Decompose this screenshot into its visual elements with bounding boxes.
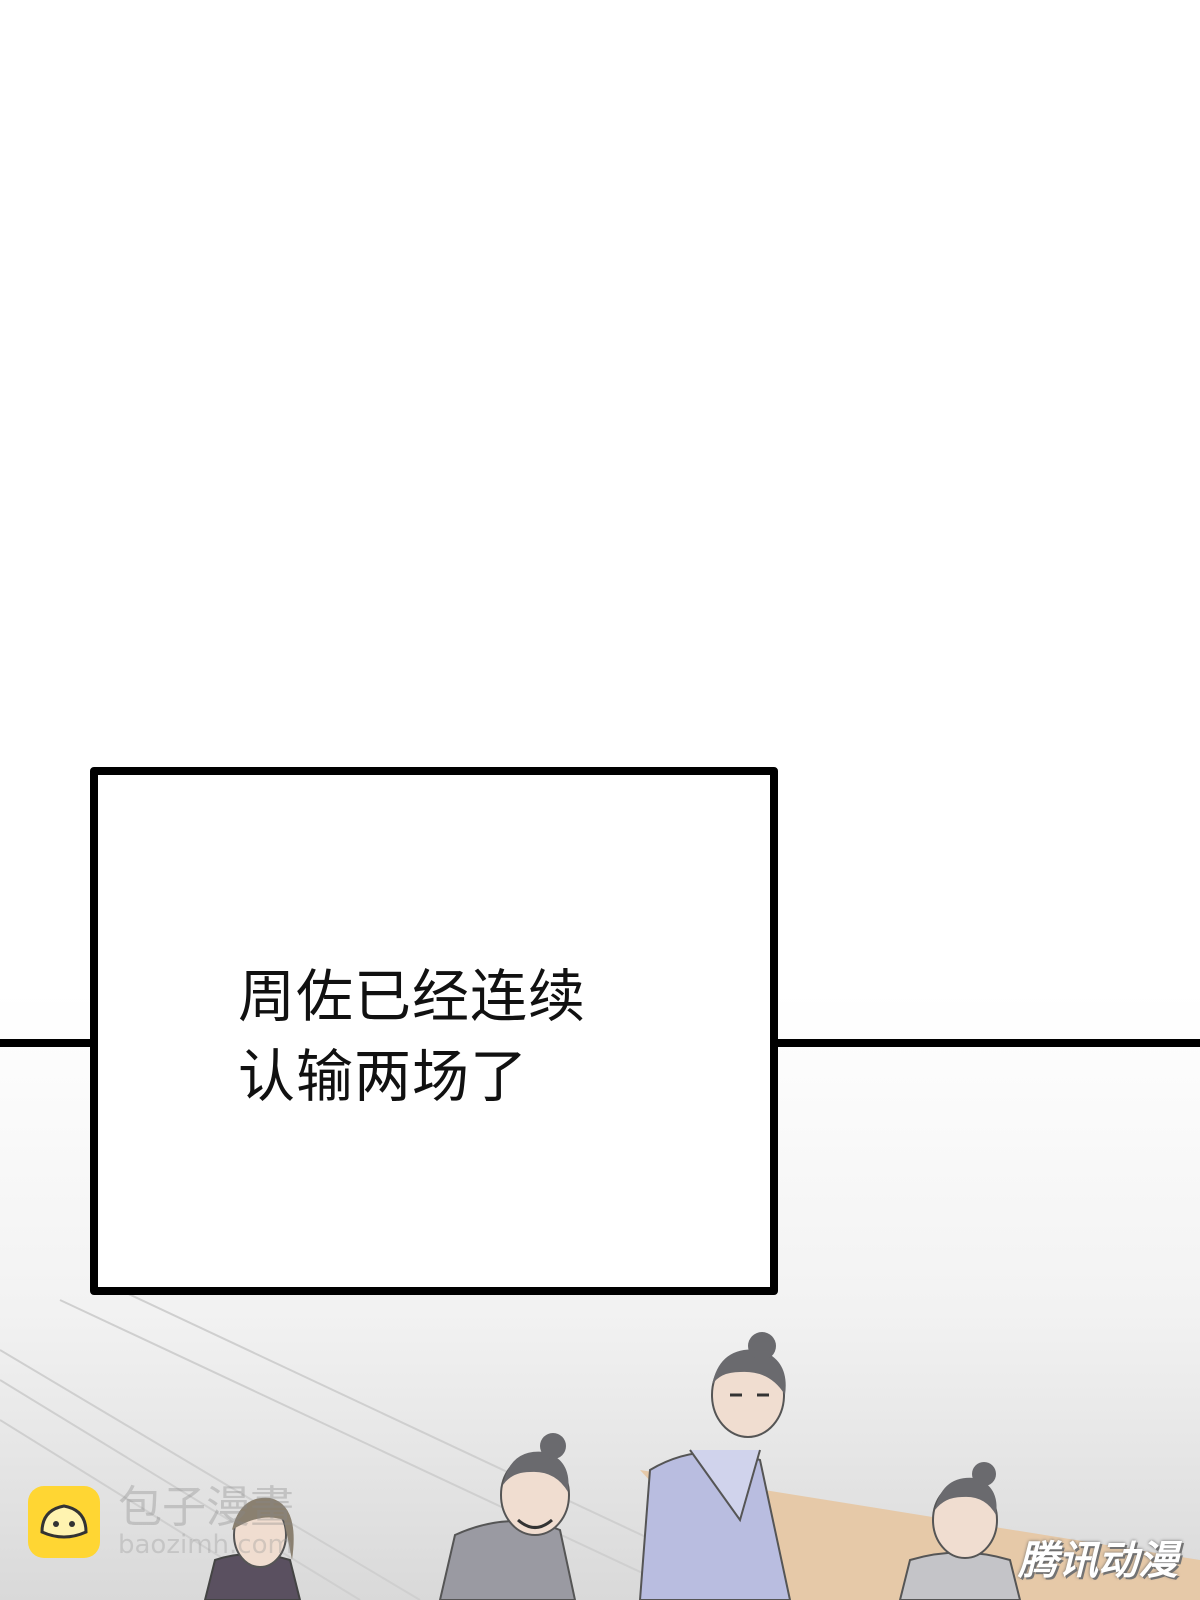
figure-man-center-right [638, 1332, 792, 1600]
figure-man-right [898, 1462, 1022, 1600]
watermark-title: 包子漫畫 [118, 1482, 294, 1533]
caption-box: 周佐已经连续 认输两场了 [90, 767, 778, 1295]
caption-line-2: 认输两场了 [238, 1044, 528, 1110]
tencent-watermark: 腾讯动漫 [1018, 1538, 1178, 1584]
baozi-watermark: 包子漫畫 baozimh.com [28, 1485, 294, 1559]
baozi-logo-icon [28, 1486, 100, 1558]
caption-line-1: 周佐已经连续 [238, 964, 586, 1030]
watermark-url: baozimh.com [118, 1530, 293, 1560]
figure-woman-left [203, 1497, 302, 1600]
figure-man-center [438, 1433, 577, 1600]
caption-text: 周佐已经连续 认输两场了 [238, 957, 698, 1117]
